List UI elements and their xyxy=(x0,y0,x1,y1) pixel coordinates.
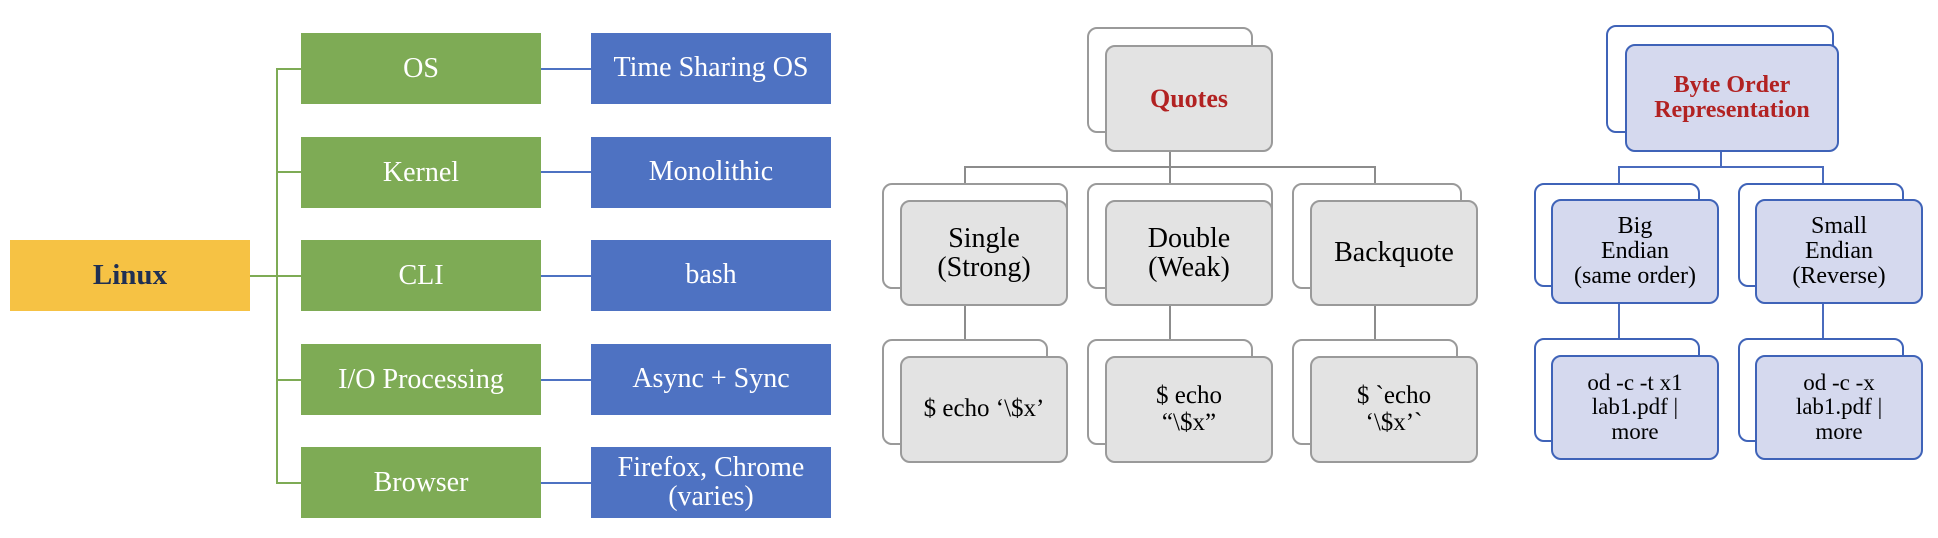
link-kernel xyxy=(541,171,591,173)
value-monolithic: Monolithic xyxy=(591,137,831,208)
branch-os xyxy=(276,68,301,70)
value-browsers: Firefox, Chrome (varies) xyxy=(591,447,831,518)
quotes-stem xyxy=(1169,152,1171,167)
single-quote-example: $ echo ‘\$x’ xyxy=(900,356,1068,463)
byte-order-link-2 xyxy=(1822,304,1824,356)
branch-io xyxy=(276,379,301,381)
backquote-example: $ `echo ‘\$x’` xyxy=(1310,356,1478,463)
small-endian-node: Small Endian (Reverse) xyxy=(1755,199,1923,304)
category-browser: Browser xyxy=(301,447,541,518)
branch-cli xyxy=(276,275,301,277)
backquote-node: Backquote xyxy=(1310,200,1478,306)
double-quote-node: Double (Weak) xyxy=(1105,200,1273,306)
category-kernel: Kernel xyxy=(301,137,541,208)
linux-root-node: Linux xyxy=(10,240,250,311)
quotes-link-3 xyxy=(1374,306,1376,356)
root-connector xyxy=(250,275,276,277)
single-quote-node: Single (Strong) xyxy=(900,200,1068,306)
link-io xyxy=(541,379,591,381)
quotes-title-node: Quotes xyxy=(1105,45,1273,152)
category-cli: CLI xyxy=(301,240,541,311)
link-cli xyxy=(541,275,591,277)
byte-order-title-node: Byte Order Representation xyxy=(1625,44,1839,152)
double-quote-example: $ echo “\$x” xyxy=(1105,356,1273,463)
quotes-link-2 xyxy=(1169,306,1171,356)
byte-order-link-1 xyxy=(1618,304,1620,356)
branch-browser xyxy=(276,482,301,484)
link-browser xyxy=(541,482,591,484)
big-endian-command: od -c -t x1 lab1.pdf | more xyxy=(1551,355,1719,460)
value-bash: bash xyxy=(591,240,831,311)
category-io-processing: I/O Processing xyxy=(301,344,541,415)
byte-order-stem xyxy=(1720,152,1722,167)
byte-order-bar xyxy=(1618,166,1824,168)
big-endian-node: Big Endian (same order) xyxy=(1551,199,1719,304)
branch-kernel xyxy=(276,171,301,173)
category-os: OS xyxy=(301,33,541,104)
value-async-sync: Async + Sync xyxy=(591,344,831,415)
link-os xyxy=(541,68,591,70)
value-time-sharing-os: Time Sharing OS xyxy=(591,33,831,104)
quotes-link-1 xyxy=(964,306,966,356)
small-endian-command: od -c -x lab1.pdf | more xyxy=(1755,355,1923,460)
